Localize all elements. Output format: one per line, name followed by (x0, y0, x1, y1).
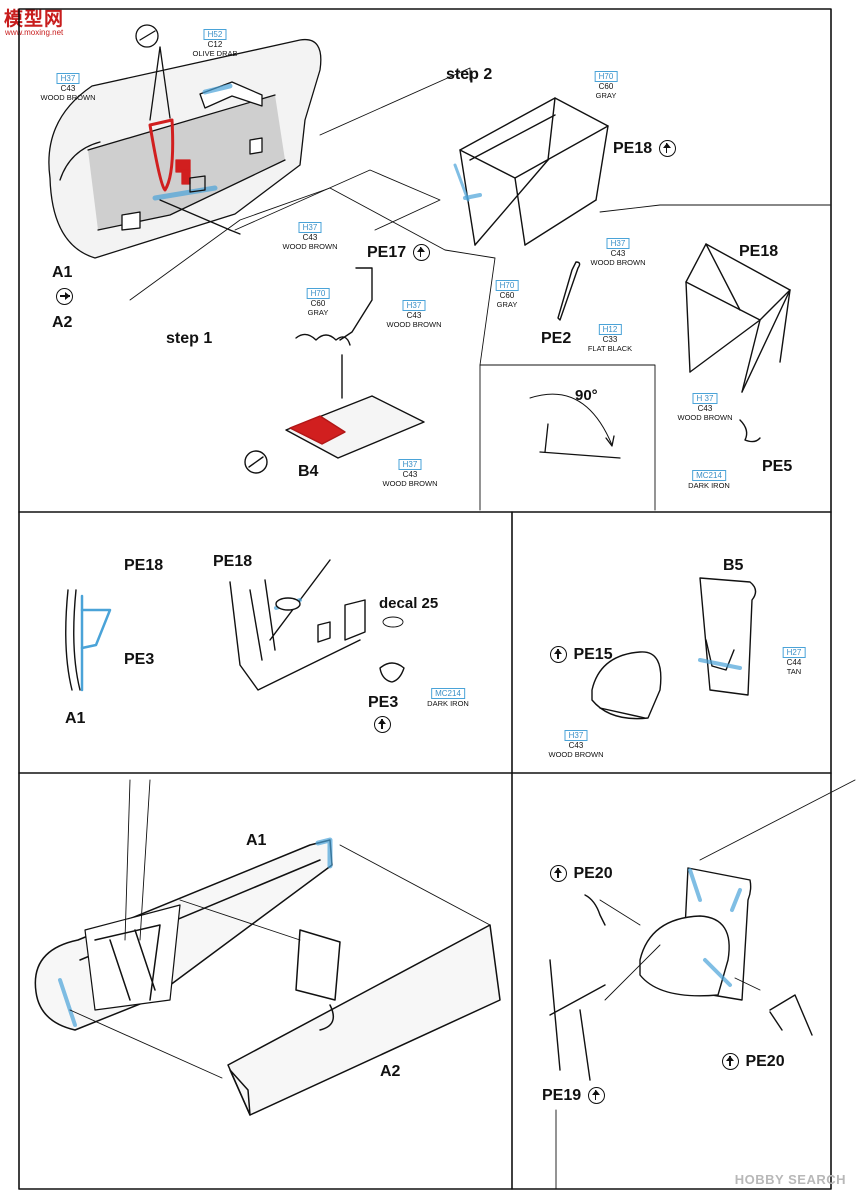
a1-mid-label: A1 (65, 710, 86, 727)
step1-label: step 1 (166, 330, 213, 347)
angle-diagram (529, 393, 621, 459)
pe3-mid-label: PE3 (368, 694, 399, 711)
watermark: HOBBY SEARCH (734, 1172, 846, 1187)
pe18-mid-left-label: PE18 (124, 557, 164, 574)
part-a1-label: A1 (52, 264, 73, 281)
pe18-frame-drawing (453, 97, 609, 246)
paint-callout: MC214 DARK IRON (688, 470, 730, 490)
pe3-arrow-wrap (372, 716, 393, 734)
b5-seat-drawing (591, 577, 757, 720)
step2-label: step 2 (446, 66, 493, 83)
paint-callout: H70 C60 GRAY (495, 280, 519, 309)
paint-callout: H70 C60 GRAY (594, 71, 618, 100)
a2-bottom-label: A2 (380, 1063, 401, 1080)
paint-callout: H37 C43 WOOD BROWN (548, 730, 604, 759)
arrow-right-icon (56, 288, 73, 306)
pe15-arrow-icon (550, 646, 567, 664)
pe18-side-label: PE18 (739, 243, 779, 260)
pe18-mid-label: PE18 (213, 553, 253, 570)
paint-callout: MC214 DARK IRON (427, 688, 469, 708)
paint-callout: H12 C33 FLAT BLACK (587, 324, 633, 353)
pe17-arrow-icon (412, 244, 430, 262)
pe18-label: PE18 (613, 140, 678, 158)
a1-bottom-label: A1 (246, 832, 267, 849)
pe19-label: PE19 (542, 1087, 607, 1105)
fuselage-assembly-drawing (34, 837, 501, 1116)
pe20-bottom-label: PE20 (720, 1053, 785, 1071)
pe3-left-drawing (65, 589, 112, 692)
pe5-label: PE5 (762, 458, 793, 475)
pe20-top-label: PE20 (548, 865, 613, 883)
pe19-arrow-icon (587, 1087, 605, 1105)
pe15-label: PE15 (548, 646, 613, 664)
seat-belts-drawing (549, 867, 813, 1081)
paint-callout: H37 C43 WOOD BROWN (382, 459, 438, 488)
paint-callout: H 37 C43 WOOD BROWN (677, 393, 733, 422)
paint-callout: H37 C43 WOOD BROWN (282, 222, 338, 251)
pe20-bottom-arrow-icon (722, 1053, 739, 1071)
panel-frame (18, 8, 832, 1190)
paint-callout: H52 C12 OLIVE DRAB (192, 29, 238, 58)
assembly-lines (69, 779, 856, 1190)
decal-label: decal 25 (379, 595, 439, 612)
pe20-top-arrow-icon (550, 865, 567, 883)
pe17-label: PE17 (367, 244, 432, 262)
fuselage-interior-drawing (48, 24, 322, 259)
pe18-side-drawing (685, 243, 791, 443)
paint-callout: H37 C43 WOOD BROWN (590, 238, 646, 267)
callout-lines (129, 67, 831, 511)
pe2-label: PE2 (541, 330, 572, 347)
b5-label: B5 (723, 557, 744, 574)
angle-label: 90° (575, 387, 598, 404)
paint-callout: H27 C44 TAN (782, 647, 806, 676)
paint-callout: H70 C60 GRAY (306, 288, 330, 317)
pe18-arrow-icon (658, 140, 676, 158)
pe17-part-drawing (244, 267, 425, 474)
direction-arrow-icon (54, 288, 75, 306)
pe3-mid-left-label: PE3 (124, 651, 155, 668)
pe2-part-drawing (557, 261, 581, 321)
pe3-arrow-icon (374, 716, 391, 734)
part-a2-label: A2 (52, 314, 73, 331)
b4-label: B4 (298, 463, 319, 480)
paint-callout: H37 C43 WOOD BROWN (40, 73, 96, 102)
pe3-middle-drawing (229, 559, 405, 691)
paint-callout: H37 C43 WOOD BROWN (386, 300, 442, 329)
